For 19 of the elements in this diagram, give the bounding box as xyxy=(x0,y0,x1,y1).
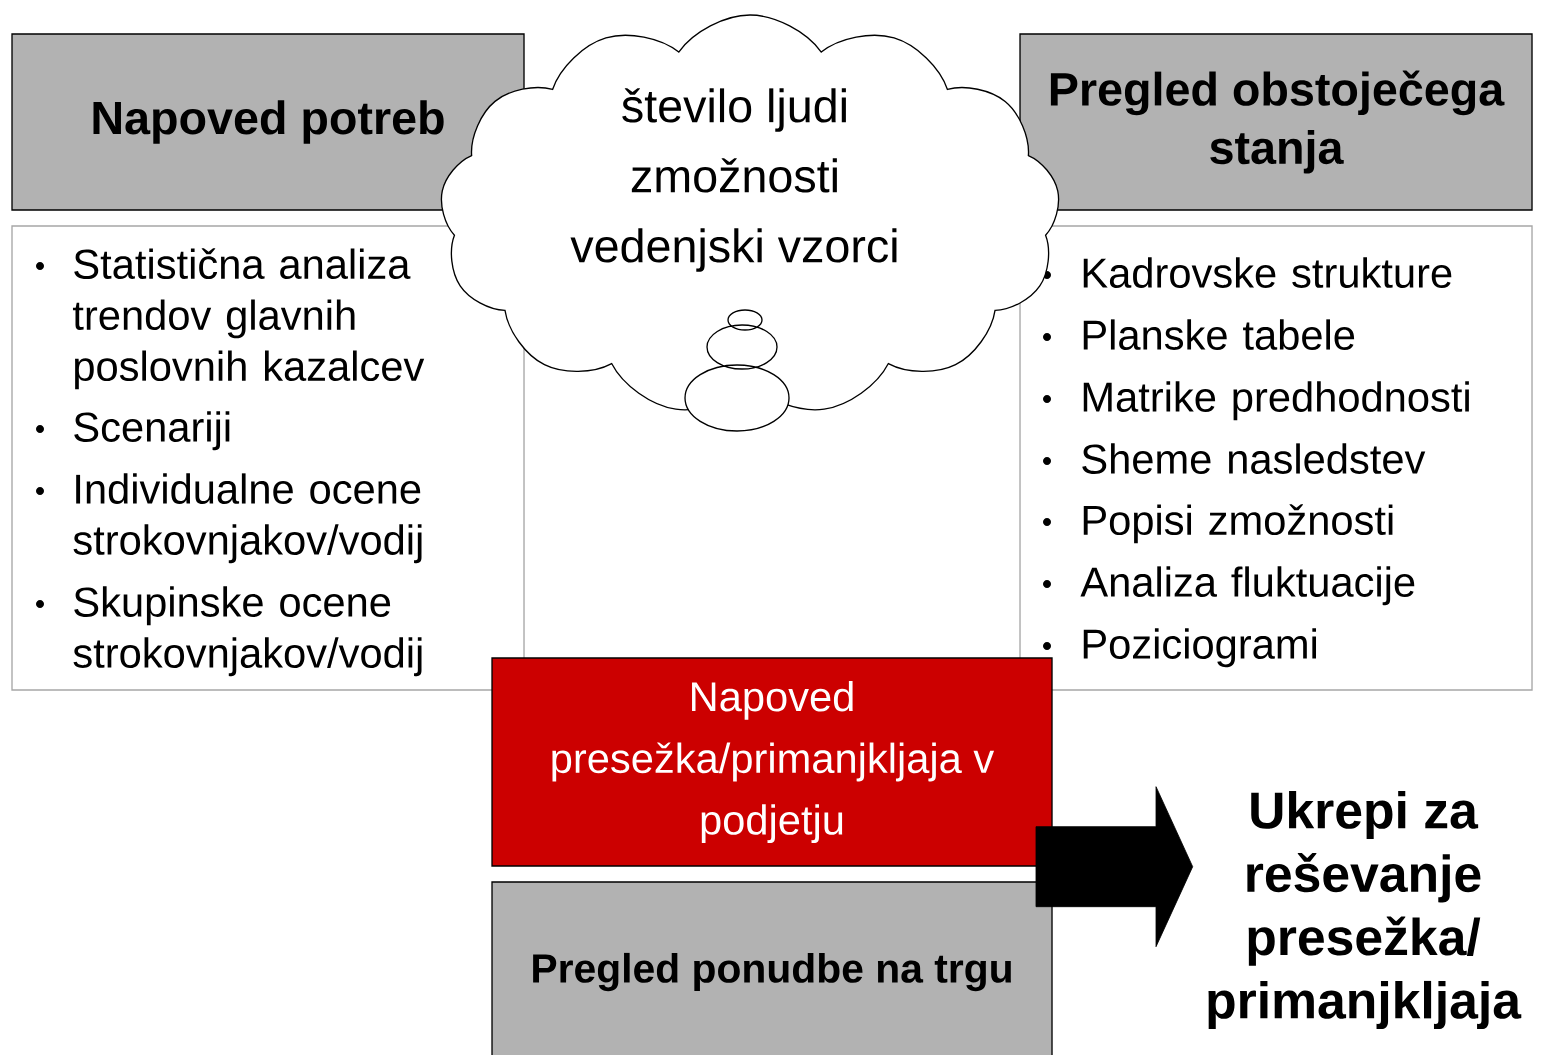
list-box xyxy=(1019,225,1533,691)
list-item: Sheme nasledstev xyxy=(1082,443,1426,474)
outcome-text: Ukrepi za reševanje presežka/ primanjkljaja xyxy=(1208,790,1522,1030)
list-item: Statistična analiza trendov glavnih poslovnih kazalcev xyxy=(72,248,425,390)
result-box: Napoved presežka/primanjkljaja v podjetju xyxy=(491,657,1053,867)
list-item: Popisi zmožnosti xyxy=(1083,504,1393,544)
list-item: Planske tabele xyxy=(1083,319,1355,350)
list-item: Poziciogrami xyxy=(1083,628,1316,668)
heading-box: Pregled obstoječega stanja xyxy=(1019,33,1533,211)
list-item: Individualne ocene strokovnjakov/vodij xyxy=(73,473,422,564)
heading-box: Pregled ponudbe na trgu xyxy=(491,881,1053,1055)
list-box xyxy=(11,225,525,691)
block-arrow xyxy=(1035,786,1194,948)
list-item: Matrike predhodnosti xyxy=(1083,381,1469,421)
list-item: Skupinske ocene strokovnjakov/vodij xyxy=(73,586,422,677)
list-item: Kadrovske strukture xyxy=(1083,257,1452,288)
heading-box: Napoved potreb xyxy=(11,33,525,211)
list-item: Scenariji xyxy=(74,411,230,451)
list-item: Analiza fluktuacije xyxy=(1080,566,1415,606)
